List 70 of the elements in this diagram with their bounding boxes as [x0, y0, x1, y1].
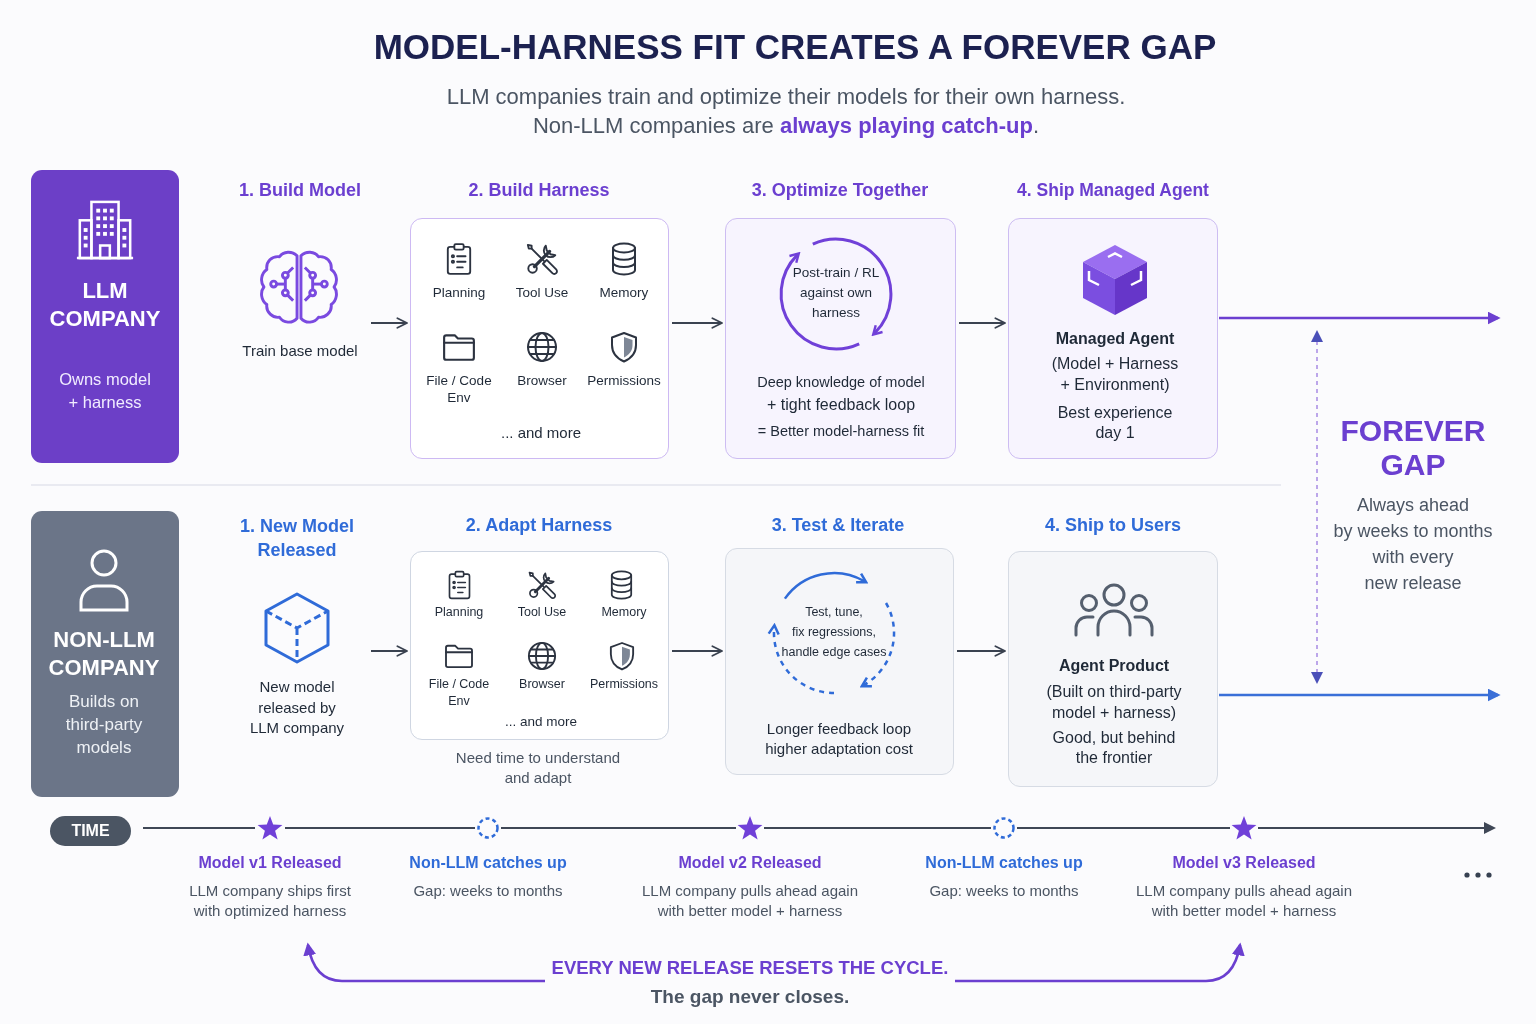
company-name: NON-LLM COMPANY: [48, 626, 160, 682]
event-title: Non-LLM catches up: [925, 853, 1083, 873]
arrow: [1219, 311, 1501, 325]
event-title: Model v1 Released: [198, 853, 342, 873]
arrow: [956, 645, 1006, 657]
event-title: Non-LLM catches up: [409, 853, 567, 873]
capability-label: Planning: [434, 604, 484, 621]
arrow: [671, 645, 723, 657]
product-name: Managed Agent: [1055, 329, 1175, 349]
event-description: LLM company pulls ahead again with better model + harness: [1136, 881, 1352, 921]
company-panel: [31, 170, 179, 463]
capability-label: Memory: [599, 284, 649, 301]
product-name: Agent Product: [1058, 656, 1170, 676]
cycle-subheading: The gap never closes.: [650, 985, 850, 1009]
event-description: LLM company pulls ahead again with better model + harness: [642, 881, 858, 921]
more-note: ... and more: [501, 424, 581, 442]
summary-text: Longer feedback loop higher adaptation cost: [765, 719, 913, 759]
step-heading: 3. Optimize Together: [751, 179, 929, 202]
product-note: Best experience day 1: [1057, 403, 1173, 443]
gap-description: Always ahead by weeks to months with every new release: [1333, 494, 1493, 595]
loop-text: Post-train / RL against own harness: [792, 264, 880, 322]
arrow: [370, 645, 408, 657]
step-description: Train base model: [242, 341, 358, 361]
loop-text: Test, tune, fix regressions, handle edge cases: [781, 604, 887, 661]
capability-label: Tool Use: [517, 604, 567, 621]
event-description: Gap: weeks to months: [413, 881, 563, 901]
subtitle: LLM companies train and optimize their models for their own harness. Non-LLM companies are always playing catch-up.: [446, 83, 1126, 140]
capability-label: File / Code Env: [428, 676, 490, 710]
cycle-heading: EVERY NEW RELEASE RESETS THE CYCLE.: [551, 956, 949, 980]
step-heading: 2. Adapt Harness: [465, 514, 613, 537]
arrow: [958, 317, 1006, 329]
company-name: LLM COMPANY: [49, 277, 161, 333]
title: MODEL-HARNESS FIT CREATES A FOREVER GAP: [373, 26, 1217, 68]
capability-label: Permissions: [587, 372, 661, 389]
capability-label: Planning: [432, 284, 486, 301]
capability-label: Browser: [519, 676, 565, 693]
arrow: [370, 317, 408, 329]
arrow: [1219, 688, 1501, 702]
capability-label: Browser: [517, 372, 567, 389]
step-heading: 1. New Model Released: [240, 515, 354, 562]
product-description: (Built on third-party model + harness): [1046, 682, 1182, 723]
company-description: Builds on third-party models: [65, 691, 143, 759]
note-text: Need time to understand and adapt: [455, 748, 621, 788]
step-heading: 1. Build Model: [239, 179, 361, 202]
capability-label: Permissions: [589, 676, 659, 693]
company-description: Owns model + harness: [59, 369, 151, 413]
company-panel: [31, 511, 179, 797]
summary-text: Deep knowledge of model: [757, 373, 925, 391]
event-description: Gap: weeks to months: [929, 881, 1079, 901]
step-heading: 2. Build Harness: [468, 179, 610, 202]
event-title: Model v3 Released: [1172, 853, 1316, 873]
event-description: LLM company ships first with optimized harness: [189, 881, 351, 921]
arrow: [955, 942, 1245, 983]
product-description: (Model + Harness + Environment): [1051, 354, 1179, 395]
time-label: TIME: [50, 816, 131, 846]
arrow: [303, 942, 545, 983]
step-description: New model released by LLM company: [249, 677, 345, 738]
step-heading: 4. Ship Managed Agent: [1017, 179, 1209, 202]
more-note: ... and more: [505, 713, 577, 731]
step-heading: 4. Ship to Users: [1045, 514, 1181, 537]
step-heading: 3. Test & Iterate: [771, 514, 905, 537]
summary-text: + tight feedback loop: [766, 395, 916, 415]
gap-heading: FOREVER GAP: [1340, 414, 1486, 482]
arrow: [671, 317, 723, 329]
product-note: Good, but behind the frontier: [1052, 728, 1176, 768]
capability-label: Memory: [601, 604, 647, 621]
capability-label: Tool Use: [515, 284, 569, 301]
capability-label: File / Code Env: [426, 372, 492, 406]
event-title: Model v2 Released: [678, 853, 822, 873]
summary-text: = Better model-harness fit: [757, 422, 925, 440]
